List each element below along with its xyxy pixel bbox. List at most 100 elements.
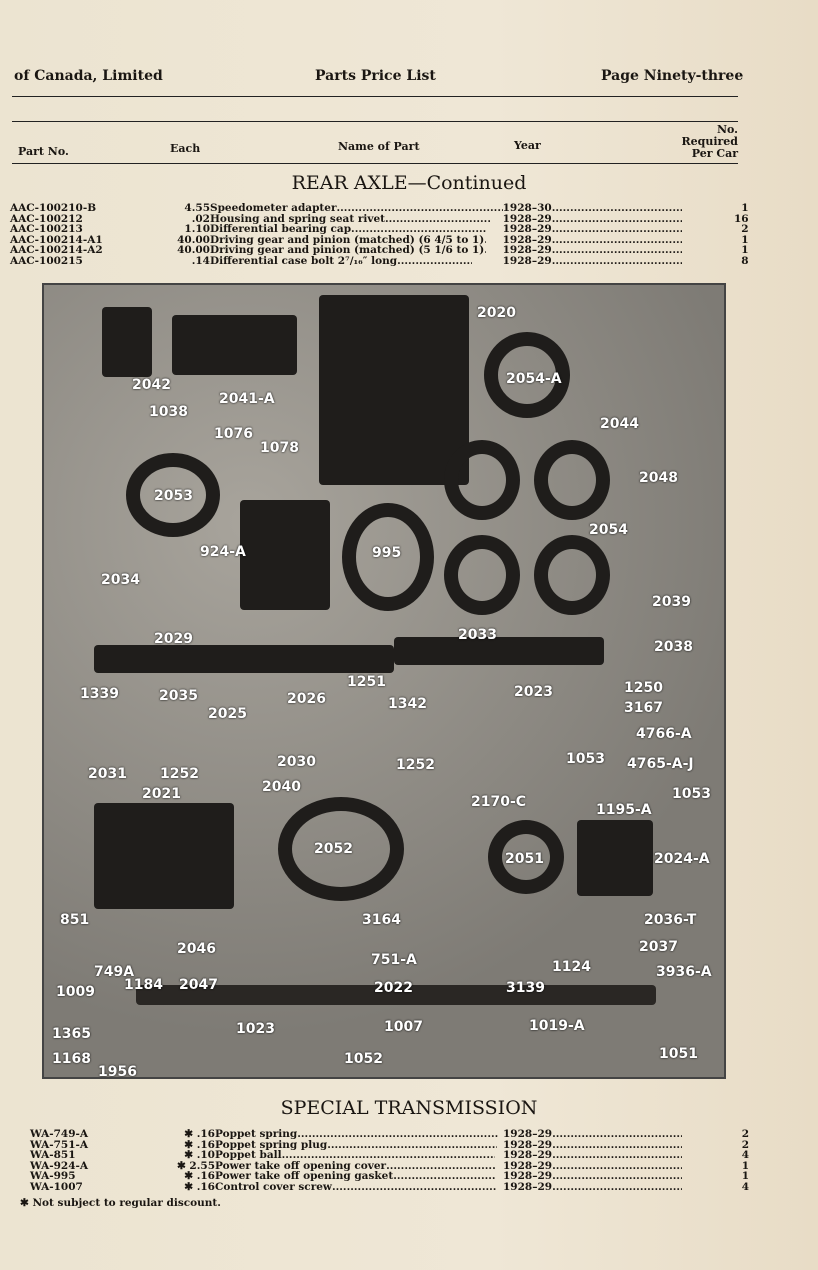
- col-each: Each: [170, 142, 201, 155]
- divider: [12, 163, 738, 164]
- part-number: WA-749-A: [30, 1128, 89, 1140]
- leader-dots: ........................................…: [327, 1139, 497, 1150]
- year: 1928–30: [502, 202, 552, 214]
- part-callout-label: 1252: [160, 766, 199, 782]
- part-callout-label: 2023: [514, 684, 553, 700]
- part-name: Housing and spring seat rivet: [210, 212, 385, 225]
- col-name: Name of Part: [338, 140, 420, 153]
- part-number: WA-1007: [30, 1180, 83, 1193]
- part-shape: [577, 820, 653, 896]
- price: ✱ .16: [184, 1138, 215, 1151]
- price: .14: [191, 254, 210, 267]
- part-callout-label: 1009: [56, 984, 95, 1000]
- header-page-number: Page Ninety-three: [601, 68, 744, 84]
- part-callout-label: 2054: [589, 522, 628, 538]
- part-shape: [319, 295, 469, 485]
- part-callout-label: 1168: [52, 1051, 91, 1067]
- part-number: AAC-100210-B: [10, 202, 97, 214]
- part-name: Poppet ball: [215, 1149, 282, 1161]
- part-callout-label: 1053: [672, 786, 711, 802]
- part-callout-label: 995: [372, 545, 402, 561]
- part-callout-label: 1124: [552, 959, 591, 975]
- year: 1928–29: [502, 223, 552, 235]
- part-callout-label: 3139: [506, 980, 545, 996]
- part-number: AAC-100213: [10, 223, 83, 235]
- part-callout-label: 2037: [639, 939, 678, 955]
- leader-dots: ........................................…: [386, 1160, 496, 1171]
- quantity: 1: [741, 202, 749, 214]
- year: 1928–29: [503, 1180, 553, 1193]
- leader-dots: ........................................…: [552, 1150, 682, 1161]
- part-name: Differential case bolt 2⁷/₁₆″ long: [210, 254, 398, 267]
- part-name: Speedometer adapter: [210, 202, 337, 214]
- leader-dots: ........................................…: [552, 1181, 682, 1192]
- year: 1928–29: [502, 244, 552, 256]
- quantity: 1: [741, 244, 749, 256]
- leader-dots: ........................................…: [551, 255, 682, 266]
- part-name: Driving gear and pinion (matched) (5 1/6…: [210, 244, 485, 256]
- part-callout-label: 3164: [362, 912, 401, 928]
- gasket-shape: [444, 535, 520, 615]
- part-shape: [172, 315, 297, 375]
- part-callout-label: 1956: [98, 1064, 137, 1079]
- part-callout-label: 751-A: [371, 952, 417, 968]
- price: ✱ .16: [184, 1170, 215, 1182]
- leader-dots: ........................................…: [393, 1171, 497, 1182]
- section-title-rear-axle: REAR AXLE—Continued: [291, 172, 527, 194]
- part-callout-label: 1184: [124, 977, 163, 993]
- price: .02: [191, 212, 210, 225]
- header-company: of Canada, Limited: [14, 68, 163, 84]
- part-callout-label: 2048: [639, 470, 678, 486]
- part-callout-label: 1251: [347, 674, 386, 690]
- price: ✱ .16: [184, 1128, 215, 1140]
- part-callout-label: 2039: [652, 594, 691, 610]
- part-callout-label: 1365: [52, 1026, 91, 1042]
- part-callout-label: 2034: [101, 572, 140, 588]
- quantity: 16: [733, 212, 749, 225]
- year: 1928–29: [503, 1170, 553, 1182]
- part-callout-label: 2041-A: [219, 391, 275, 407]
- leader-dots: ........................................…: [336, 203, 503, 214]
- quantity: 4: [741, 1149, 749, 1161]
- part-callout-label: 1250: [624, 680, 663, 696]
- part-callout-label: 924-A: [200, 544, 246, 560]
- part-name: Differential bearing cap: [210, 223, 352, 235]
- year: 1928–29: [502, 212, 552, 225]
- leader-dots: ........................................…: [484, 235, 485, 246]
- year: 1928–29: [503, 1149, 553, 1161]
- price: 4.55: [184, 202, 210, 214]
- leader-dots: ........................................…: [397, 255, 472, 266]
- quantity: 4: [741, 1180, 749, 1193]
- part-shape: [240, 500, 330, 610]
- gasket-shape: [444, 440, 520, 520]
- part-number: WA-924-A: [30, 1159, 89, 1172]
- part-callout-label: 851: [60, 912, 90, 928]
- part-callout-label: 1052: [344, 1051, 383, 1067]
- leader-dots: ........................................…: [351, 224, 487, 235]
- part-callout-label: 1038: [149, 404, 188, 420]
- quantity: 1: [741, 233, 749, 246]
- part-name: Poppet spring plug: [215, 1138, 328, 1151]
- part-number: WA-851: [30, 1149, 76, 1161]
- quantity: 2: [741, 1138, 749, 1151]
- year: 1928–29: [502, 233, 552, 246]
- col-part-no: Part No.: [18, 145, 69, 158]
- price: ✱ .16: [184, 1180, 215, 1193]
- part-callout-label: 2170-C: [471, 794, 527, 810]
- leader-dots: ........................................…: [551, 234, 682, 245]
- part-callout-label: 1076: [214, 426, 253, 442]
- part-number: WA-995: [30, 1170, 76, 1182]
- price: ✱ .10: [184, 1149, 215, 1161]
- part-callout-label: 2024-A: [654, 851, 710, 867]
- leader-dots: ........................................…: [552, 1160, 682, 1171]
- part-callout-label: 1019-A: [529, 1018, 585, 1034]
- leader-dots: ........................................…: [551, 224, 682, 235]
- leader-dots: ........................................…: [552, 1171, 682, 1182]
